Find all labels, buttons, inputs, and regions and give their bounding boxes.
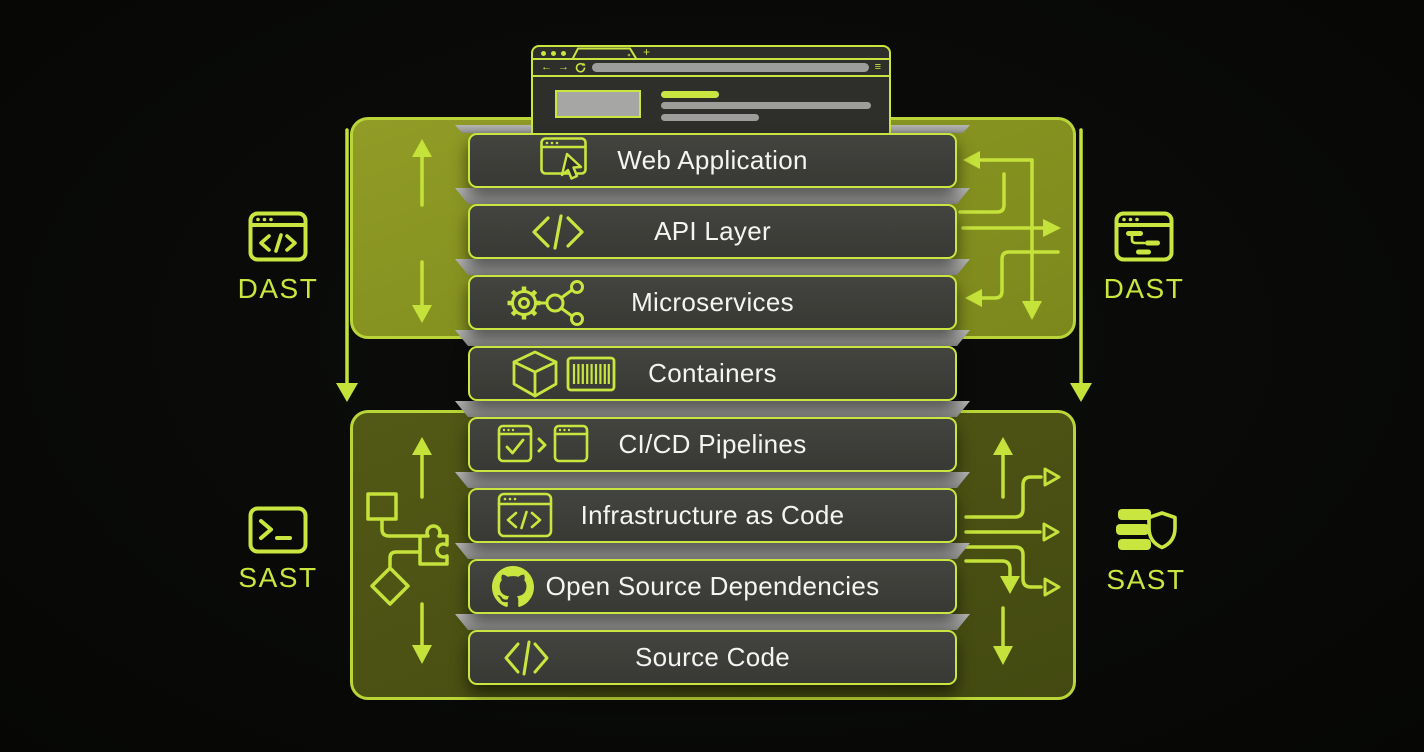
back-icon: ← [541,61,552,73]
github-icon [492,565,534,607]
dast-right-annotation: DAST [1099,211,1189,305]
web-window-cursor-icon [540,136,587,180]
placeholder-text-line [661,114,759,121]
shelf-edge [455,401,970,417]
layer-microservices: Microservices [468,275,957,330]
layer-label: Source Code [634,642,791,672]
dast-label: DAST [1103,273,1185,304]
browser-titlebar: + [533,45,889,60]
dast-left-annotation: DAST [233,211,323,305]
menu-icon: ≡ [874,61,881,73]
shelf-edge [455,188,970,204]
layer-label: API Layer [654,216,771,246]
layer-label: Microservices [631,287,794,317]
sast-left-annotation: SAST [233,506,323,594]
code-brackets-icon [504,640,549,675]
traffic-light-dots [541,51,566,56]
sast-routing-arrows [964,437,1061,665]
browser-flowchart-icon [1114,211,1174,262]
code-window-icon [497,492,553,537]
layer-label: CI/CD Pipelines [618,429,807,459]
shelf-edge [455,543,970,559]
layer-open-source-dependencies: Open Source Dependencies [468,559,957,614]
browser-window: + ← → ≡ [531,45,891,133]
layer-web-application: Web Application [468,133,957,188]
placeholder-heading [661,91,719,98]
dast-updown-arrows [412,139,432,323]
dast-routing-arrows [958,151,1061,320]
terminal-icon [248,506,308,554]
layer-cicd-pipelines: CI/CD Pipelines [468,417,957,472]
placeholder-text-line [661,102,871,109]
cube-barcode-icon [512,350,616,397]
layers-shield-icon [1116,509,1177,550]
layer-api-layer: API Layer [468,204,957,259]
browser-toolbar: ← → ≡ [533,60,889,77]
layer-label: Web Application [617,145,808,175]
shelf-edge [455,259,970,275]
gear-network-icon [507,279,584,326]
sast-flowchart-shapes [366,437,449,664]
dast-label: DAST [237,273,319,304]
url-bar [592,63,869,72]
layer-label: Containers [648,358,777,388]
layer-label: Infrastructure as Code [580,500,845,530]
layer-label: Open Source Dependencies [545,571,880,601]
browser-code-icon [248,211,308,262]
shelf-edge [455,614,970,630]
browser-content [533,77,889,129]
new-tab-icon: + [643,45,651,59]
forward-icon: → [558,61,569,73]
layer-source-code: Source Code [468,630,957,685]
layer-containers: Containers [468,346,957,401]
sast-right-annotation: SAST [1101,506,1191,596]
layer-infrastructure-as-code: Infrastructure as Code [468,488,957,543]
side-drop-arrows [336,128,1092,402]
pipeline-windows-icon [497,424,589,462]
sast-label: SAST [238,562,318,593]
browser-tab [571,47,638,60]
placeholder-image [555,90,641,118]
shelf-edge [455,472,970,488]
sast-label: SAST [1106,564,1186,595]
shelf-edge [455,330,970,346]
code-brackets-icon [532,213,584,250]
refresh-icon [575,62,586,73]
